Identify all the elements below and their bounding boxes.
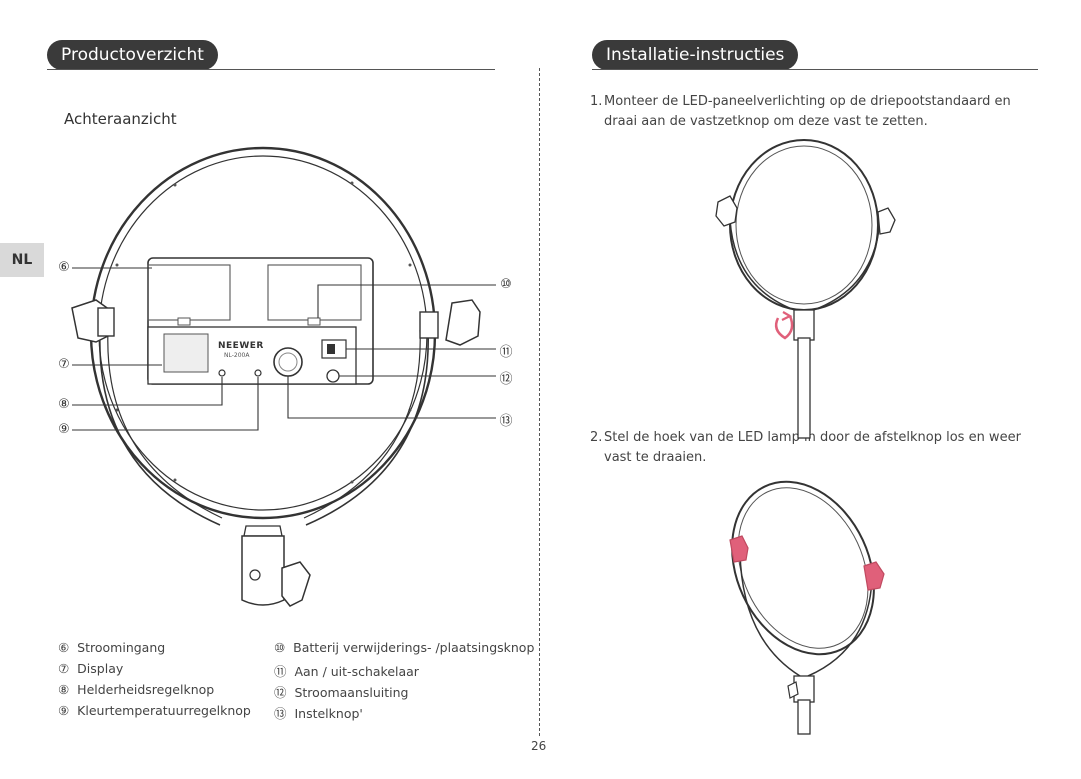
- panel-brand: NEEWER: [218, 341, 264, 351]
- product-overview-header: Productoverzicht: [47, 40, 495, 72]
- legend-item: ⑪ Aan / uit-schakelaar: [274, 664, 419, 679]
- product-overview-title: Productoverzicht: [47, 40, 218, 70]
- callout-13: ⑬: [499, 414, 513, 429]
- installation-header: Installatie-instructies: [592, 40, 1038, 72]
- page-number: 26: [531, 739, 547, 753]
- installation-title: Installatie-instructies: [592, 40, 799, 70]
- legend-item: ⑬ Instelknop': [274, 706, 363, 721]
- legend-item: ⑥ Stroomingang: [58, 640, 166, 655]
- step-1: 1.Monteer de LED-paneelverlichting op de…: [590, 94, 1011, 129]
- rear-view-label: Achteraanzicht: [64, 110, 177, 128]
- callout-11: ⑪: [499, 345, 513, 360]
- legend-item: ⑨ Kleurtemperatuurregelknop: [58, 703, 251, 718]
- callout-10: ⑩: [500, 277, 512, 292]
- language-tab: NL: [0, 243, 44, 277]
- legend-item: ⑫ Stroomaansluiting: [274, 685, 409, 700]
- header-rule: [592, 69, 1038, 70]
- callout-7: ⑦: [58, 357, 70, 372]
- callout-6: ⑥: [58, 260, 70, 275]
- legend-item: ⑧ Helderheidsregelknop: [58, 682, 215, 697]
- step-2: 2.Stel de hoek van de LED lamp in door d…: [590, 430, 1021, 465]
- panel-model: NL-200A: [224, 352, 250, 359]
- callout-12: ⑫: [499, 372, 513, 387]
- header-rule: [47, 69, 495, 70]
- legend-item: ⑩ Batterij verwijderings- /plaatsingskno…: [274, 640, 535, 655]
- callout-8: ⑧: [58, 397, 70, 412]
- callout-9: ⑨: [58, 422, 70, 437]
- column-divider: [539, 68, 540, 736]
- legend-item: ⑦ Display: [58, 661, 124, 676]
